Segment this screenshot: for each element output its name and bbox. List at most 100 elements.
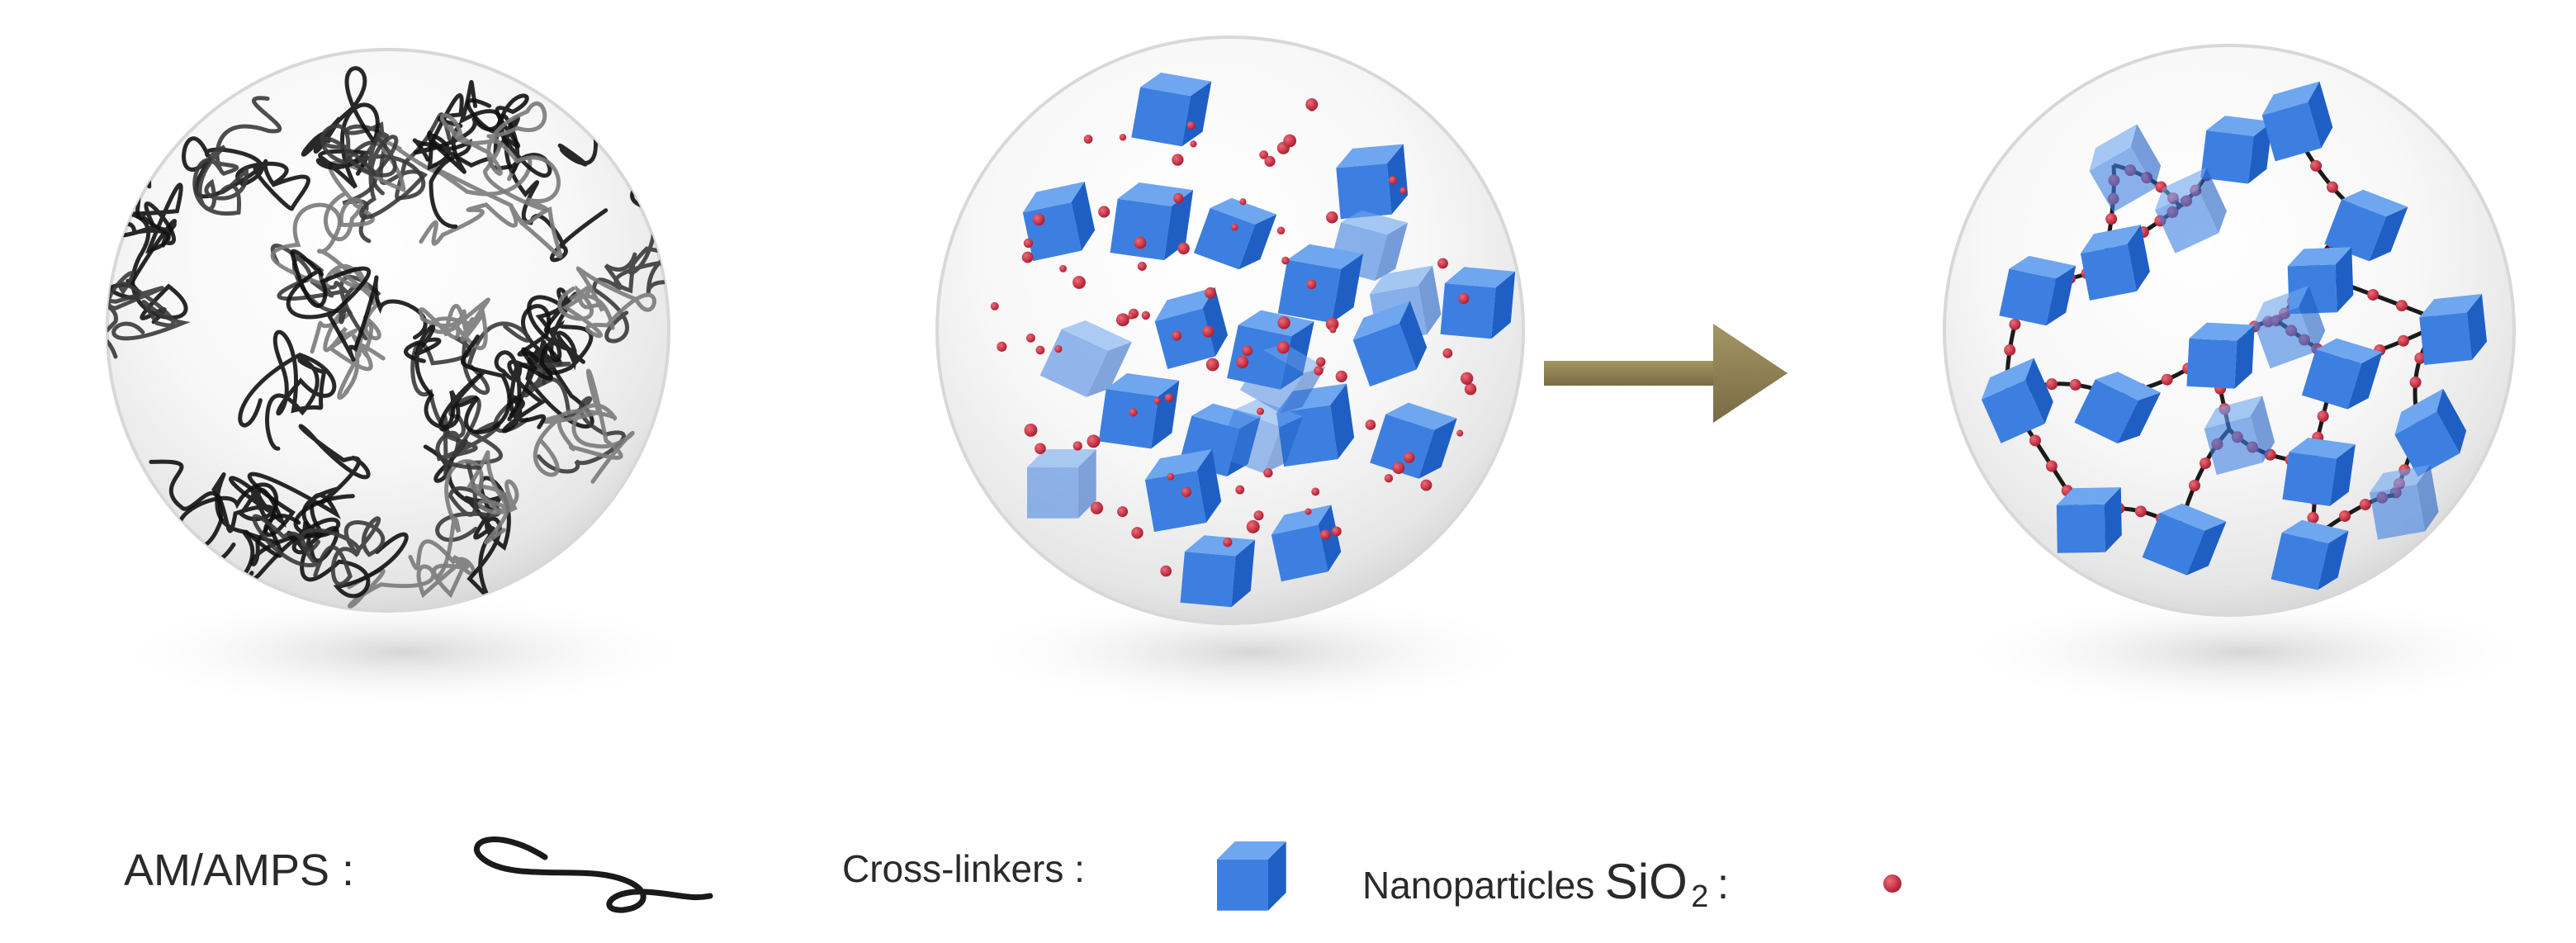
sio2-nanoparticle — [1172, 154, 1184, 166]
sphere-shadow-1 — [107, 595, 702, 710]
legend-crosslinker-label: Cross-linkers : — [842, 847, 1085, 890]
sio2-nanoparticle — [2004, 344, 2016, 356]
sio2-nanoparticle — [1117, 506, 1129, 518]
crosslinker-cube — [2394, 388, 2467, 477]
sio2-nanoparticle — [1035, 345, 1045, 355]
sio2-nanoparticle — [1190, 140, 1197, 148]
crosslinker-cube — [2369, 464, 2439, 540]
polymer-chain — [439, 101, 561, 212]
sio2-nanoparticle — [1119, 134, 1127, 141]
crosslinkers-and-nanoparticles — [990, 72, 1516, 608]
crosslinker-cube — [2253, 285, 2326, 369]
sio2-nanoparticle — [1242, 345, 1253, 357]
sio2-nanoparticle — [1141, 310, 1150, 320]
sio2-nanoparticle — [1205, 358, 1219, 372]
sio2-nanoparticle — [1314, 366, 1324, 376]
nanoparticle-icon — [1883, 874, 1901, 893]
sphere-shadow-2 — [962, 595, 1540, 710]
crosslinker-cube — [2271, 519, 2349, 590]
legend-nanoparticle-prefix: Nanoparticles — [1362, 864, 1594, 907]
sio2-nanoparticle — [2307, 512, 2319, 524]
sio2-nanoparticle — [1160, 565, 1172, 577]
crosslinker-cube — [2142, 503, 2227, 576]
sio2-nanoparticle — [2367, 288, 2379, 301]
sio2-nanoparticle — [2326, 181, 2338, 193]
sio2-nanoparticle — [2409, 376, 2422, 388]
crosslinker-cube — [2089, 124, 2162, 213]
sphere-crosslinker-mixture — [935, 36, 1525, 625]
sio2-nanoparticle — [1420, 479, 1432, 491]
polymer-chain — [107, 271, 191, 359]
legend-nanoparticle-formula: SiO — [1605, 854, 1688, 909]
sio2-nanoparticle — [1388, 176, 1398, 185]
sphere-monomer-mixture — [106, 48, 670, 613]
crosslinker-cube — [2155, 167, 2227, 254]
crosslinker-cube — [2080, 225, 2150, 301]
sio2-nanoparticle — [2359, 498, 2371, 510]
sio2-nanoparticle — [1153, 397, 1161, 405]
sio2-nanoparticle — [1384, 474, 1394, 483]
crosslinker-cube — [1277, 244, 1363, 323]
polymer-chain — [419, 297, 490, 351]
sio2-nanoparticle — [2317, 410, 2329, 423]
sio2-nanoparticle — [1186, 121, 1196, 130]
crosslinker-cube — [1217, 399, 1304, 474]
sio2-nanoparticle — [1392, 462, 1405, 475]
sio2-nanoparticle — [1023, 238, 1034, 249]
sio2-nanoparticle — [1399, 187, 1407, 194]
polymer-chain — [320, 124, 426, 220]
crosslinker-cube — [2074, 372, 2162, 444]
sio2-nanoparticle — [1137, 261, 1147, 272]
sio2-nanoparticle — [1246, 519, 1260, 533]
sio2-nanoparticle — [1239, 198, 1247, 206]
crosslinker-cube — [1981, 358, 2053, 443]
sio2-nanoparticle — [1315, 357, 1326, 367]
sio2-nanoparticle — [1087, 434, 1101, 448]
crosslinker-cube — [1217, 841, 1286, 911]
sio2-nanoparticle — [1177, 242, 1190, 255]
sio2-nanoparticle — [1365, 419, 1376, 430]
polymer-chain — [533, 368, 635, 484]
sio2-nanoparticle — [1098, 206, 1110, 218]
polymer-chain — [286, 249, 428, 362]
sio2-nanoparticle — [1460, 372, 1474, 385]
polymer-chain — [494, 347, 553, 434]
sio2-nanoparticle — [1263, 468, 1273, 478]
sio2-nanoparticle — [1283, 134, 1296, 148]
polymer-chain — [527, 287, 594, 375]
polymer-chain — [410, 321, 532, 470]
sio2-nanoparticle — [1128, 312, 1135, 320]
crosslinker-cube — [1271, 505, 1342, 582]
sio2-nanoparticle — [1403, 452, 1415, 463]
sio2-nanoparticle — [1236, 355, 1249, 369]
sio2-nanoparticle — [1264, 155, 1276, 167]
crosslinker-cube — [2056, 487, 2122, 553]
sio2-nanoparticle — [1276, 341, 1290, 354]
sio2-nanoparticle — [1059, 264, 1068, 272]
crosslinker-cube — [1336, 144, 1409, 220]
sio2-nanoparticle — [1442, 348, 1453, 358]
sio2-nanoparticle — [1090, 501, 1104, 514]
sio2-nanoparticle — [2134, 505, 2147, 518]
polymer-chain — [557, 266, 656, 339]
crosslinker-cube — [1352, 301, 1428, 387]
sio2-nanoparticle — [997, 341, 1007, 352]
sio2-nanoparticle — [2105, 213, 2118, 225]
sio2-nanoparticle — [2046, 378, 2058, 391]
sio2-nanoparticle — [2339, 509, 2351, 522]
sio2-nanoparticle — [1083, 135, 1093, 144]
sio2-nanoparticle — [1172, 330, 1182, 341]
sio2-nanoparticle — [1305, 508, 1312, 515]
sio2-nanoparticle — [1259, 150, 1269, 159]
sio2-nanoparticle — [2200, 457, 2212, 470]
sio2-nanoparticle — [1035, 443, 1046, 455]
sio2-nanoparticle — [1305, 98, 1319, 111]
polymer-chain — [347, 539, 476, 609]
sio2-nanoparticle — [1458, 292, 1470, 305]
sio2-nanoparticle — [2009, 318, 2021, 330]
polymer-chain — [247, 424, 371, 538]
sphere-crosslinked-network — [1943, 44, 2516, 617]
sio2-nanoparticle — [1329, 326, 1337, 334]
sio2-nanoparticle — [1181, 486, 1192, 498]
